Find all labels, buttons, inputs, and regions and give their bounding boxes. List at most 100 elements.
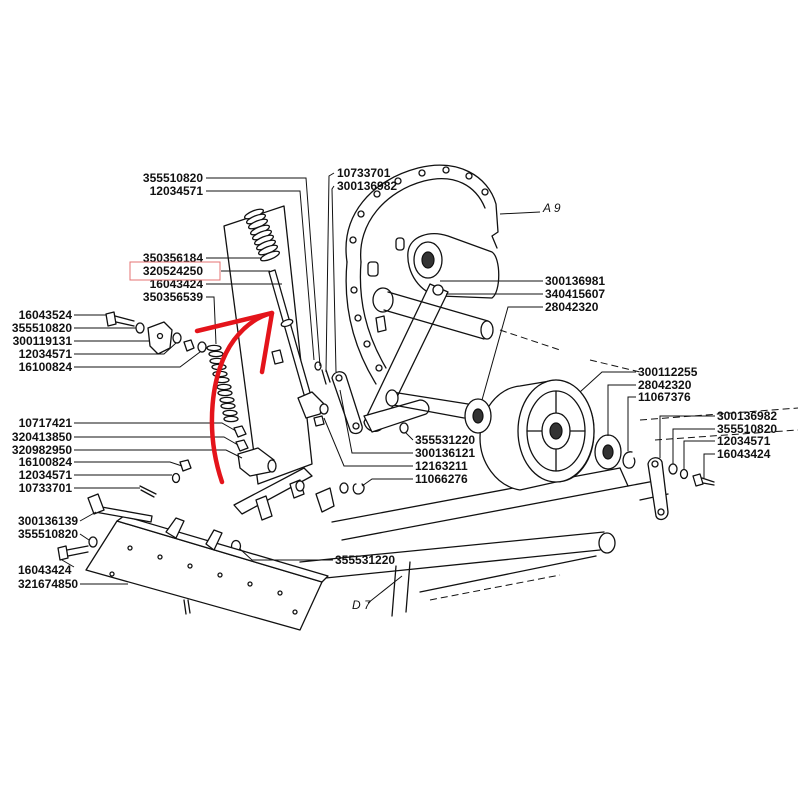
callout-label: 16043424 xyxy=(18,563,72,577)
reference-label-a9: A 9 xyxy=(542,201,561,215)
callout-label: 355510820 xyxy=(18,527,78,541)
washer xyxy=(339,482,349,494)
lower-shaft xyxy=(387,391,469,419)
callout-label: 350356184 xyxy=(143,251,203,265)
leader-left-mid-3 xyxy=(74,342,177,355)
callout-label: 300136982 xyxy=(337,179,397,193)
bracket-hole xyxy=(156,332,164,340)
housing-bolt-hole xyxy=(465,172,473,180)
roller-spoke xyxy=(526,390,586,472)
callout-label: 350356539 xyxy=(143,290,203,304)
spring-coil xyxy=(217,389,233,397)
callout-label: 12163211 xyxy=(415,459,468,473)
callout-label: 11067376 xyxy=(638,390,691,404)
plate-stud xyxy=(183,599,191,615)
callout-labels: 355510820 12034571 350356184 320524250 1… xyxy=(12,166,777,612)
leader-ref-a9 xyxy=(499,211,541,215)
spring-washer xyxy=(172,332,182,344)
reference-label-d7: D 7 xyxy=(352,598,372,612)
callout-label: 28042320 xyxy=(638,378,692,392)
leader-top-center-1 xyxy=(331,185,337,373)
housing-outer-rim-lower xyxy=(345,261,377,385)
frame-hidden-line-2 xyxy=(654,429,799,441)
small-bracket xyxy=(315,487,335,513)
housing-slot xyxy=(395,237,405,251)
base-plate xyxy=(85,520,323,631)
plate-hole xyxy=(247,581,253,587)
plate-pin xyxy=(255,495,273,521)
small-nut xyxy=(313,415,325,427)
top-center-link xyxy=(314,361,363,435)
leader-left-low-2 xyxy=(74,449,243,459)
callout-label: 355510820 xyxy=(143,171,203,185)
spring-rod xyxy=(268,269,312,399)
right-link-hole xyxy=(657,508,665,516)
leader-center-low-2 xyxy=(323,417,413,467)
hex-bolt-head xyxy=(105,311,117,327)
hex-nut xyxy=(179,459,192,472)
leader-spring-top-1 xyxy=(206,190,315,361)
callout-label: 355510820 xyxy=(717,422,777,436)
circlip xyxy=(622,451,636,469)
bearing-left xyxy=(464,398,492,434)
callout-label: 355510820 xyxy=(12,321,72,335)
washer xyxy=(668,463,678,475)
link-hole xyxy=(335,374,343,382)
pin-head xyxy=(87,493,105,515)
leader-ref-d7 xyxy=(367,575,403,604)
callout-label: 300136139 xyxy=(18,514,78,528)
frame-beam-lower-top xyxy=(299,531,605,563)
spring-coil xyxy=(222,409,238,417)
callout-label: 320982950 xyxy=(12,443,72,457)
highlight-box xyxy=(129,261,221,281)
leader-spring-rod-3 xyxy=(206,296,217,345)
housing-inner-rim-lower xyxy=(359,261,387,369)
leader-wheel-2 xyxy=(627,396,636,451)
spring-coil xyxy=(260,250,280,262)
washer xyxy=(135,322,145,334)
plate-pin-end xyxy=(295,480,305,492)
housing-bolt-hole xyxy=(481,188,489,196)
leader-wheel-1 xyxy=(607,384,636,436)
housing-bolt-hole xyxy=(394,177,402,185)
lower-spring xyxy=(206,344,239,423)
right-link-plate xyxy=(647,457,669,521)
plate-hole xyxy=(292,609,298,615)
markup-arrow-head xyxy=(194,310,275,375)
plate-hole xyxy=(217,572,223,578)
leader-left-low-1 xyxy=(74,436,239,446)
callout-label: 11066276 xyxy=(415,472,468,486)
adjuster-block xyxy=(297,391,325,419)
plate-hole xyxy=(109,571,115,577)
housing-bolt-hole xyxy=(349,236,357,244)
callout-label: 300112255 xyxy=(638,365,698,379)
hex-bolt-shank xyxy=(66,545,89,557)
left-lower-hardware xyxy=(139,425,277,498)
bearing-right xyxy=(594,434,622,470)
leader-far-right-0 xyxy=(659,415,715,458)
link-plate xyxy=(331,371,363,435)
leader-lines xyxy=(61,172,715,604)
spring-coil xyxy=(216,383,232,391)
upper-shaft xyxy=(383,291,489,340)
leader-center-low-3 xyxy=(361,478,413,487)
lower-link-plate xyxy=(230,422,409,553)
frame-beam-upper-top xyxy=(331,467,621,523)
callout-label: 12034571 xyxy=(717,434,771,448)
callout-label: 355531220 xyxy=(335,553,395,567)
flange-tab xyxy=(205,529,223,551)
frame-hidden-line-3 xyxy=(499,329,561,351)
hex-nut xyxy=(233,425,247,438)
base-plate-assembly xyxy=(57,493,329,631)
hex-nut xyxy=(235,439,249,452)
plate-hole xyxy=(277,590,283,596)
pin xyxy=(321,369,331,385)
callout-label: 16043424 xyxy=(150,277,204,291)
frame-brace xyxy=(419,555,597,593)
markup-arrow-curve xyxy=(209,310,275,485)
link-plate xyxy=(233,467,313,515)
callout-label: 300119131 xyxy=(13,334,73,348)
callout-label: 16043524 xyxy=(19,308,73,322)
frame-tube-end xyxy=(598,532,616,554)
leader-center-low-0 xyxy=(405,432,414,441)
